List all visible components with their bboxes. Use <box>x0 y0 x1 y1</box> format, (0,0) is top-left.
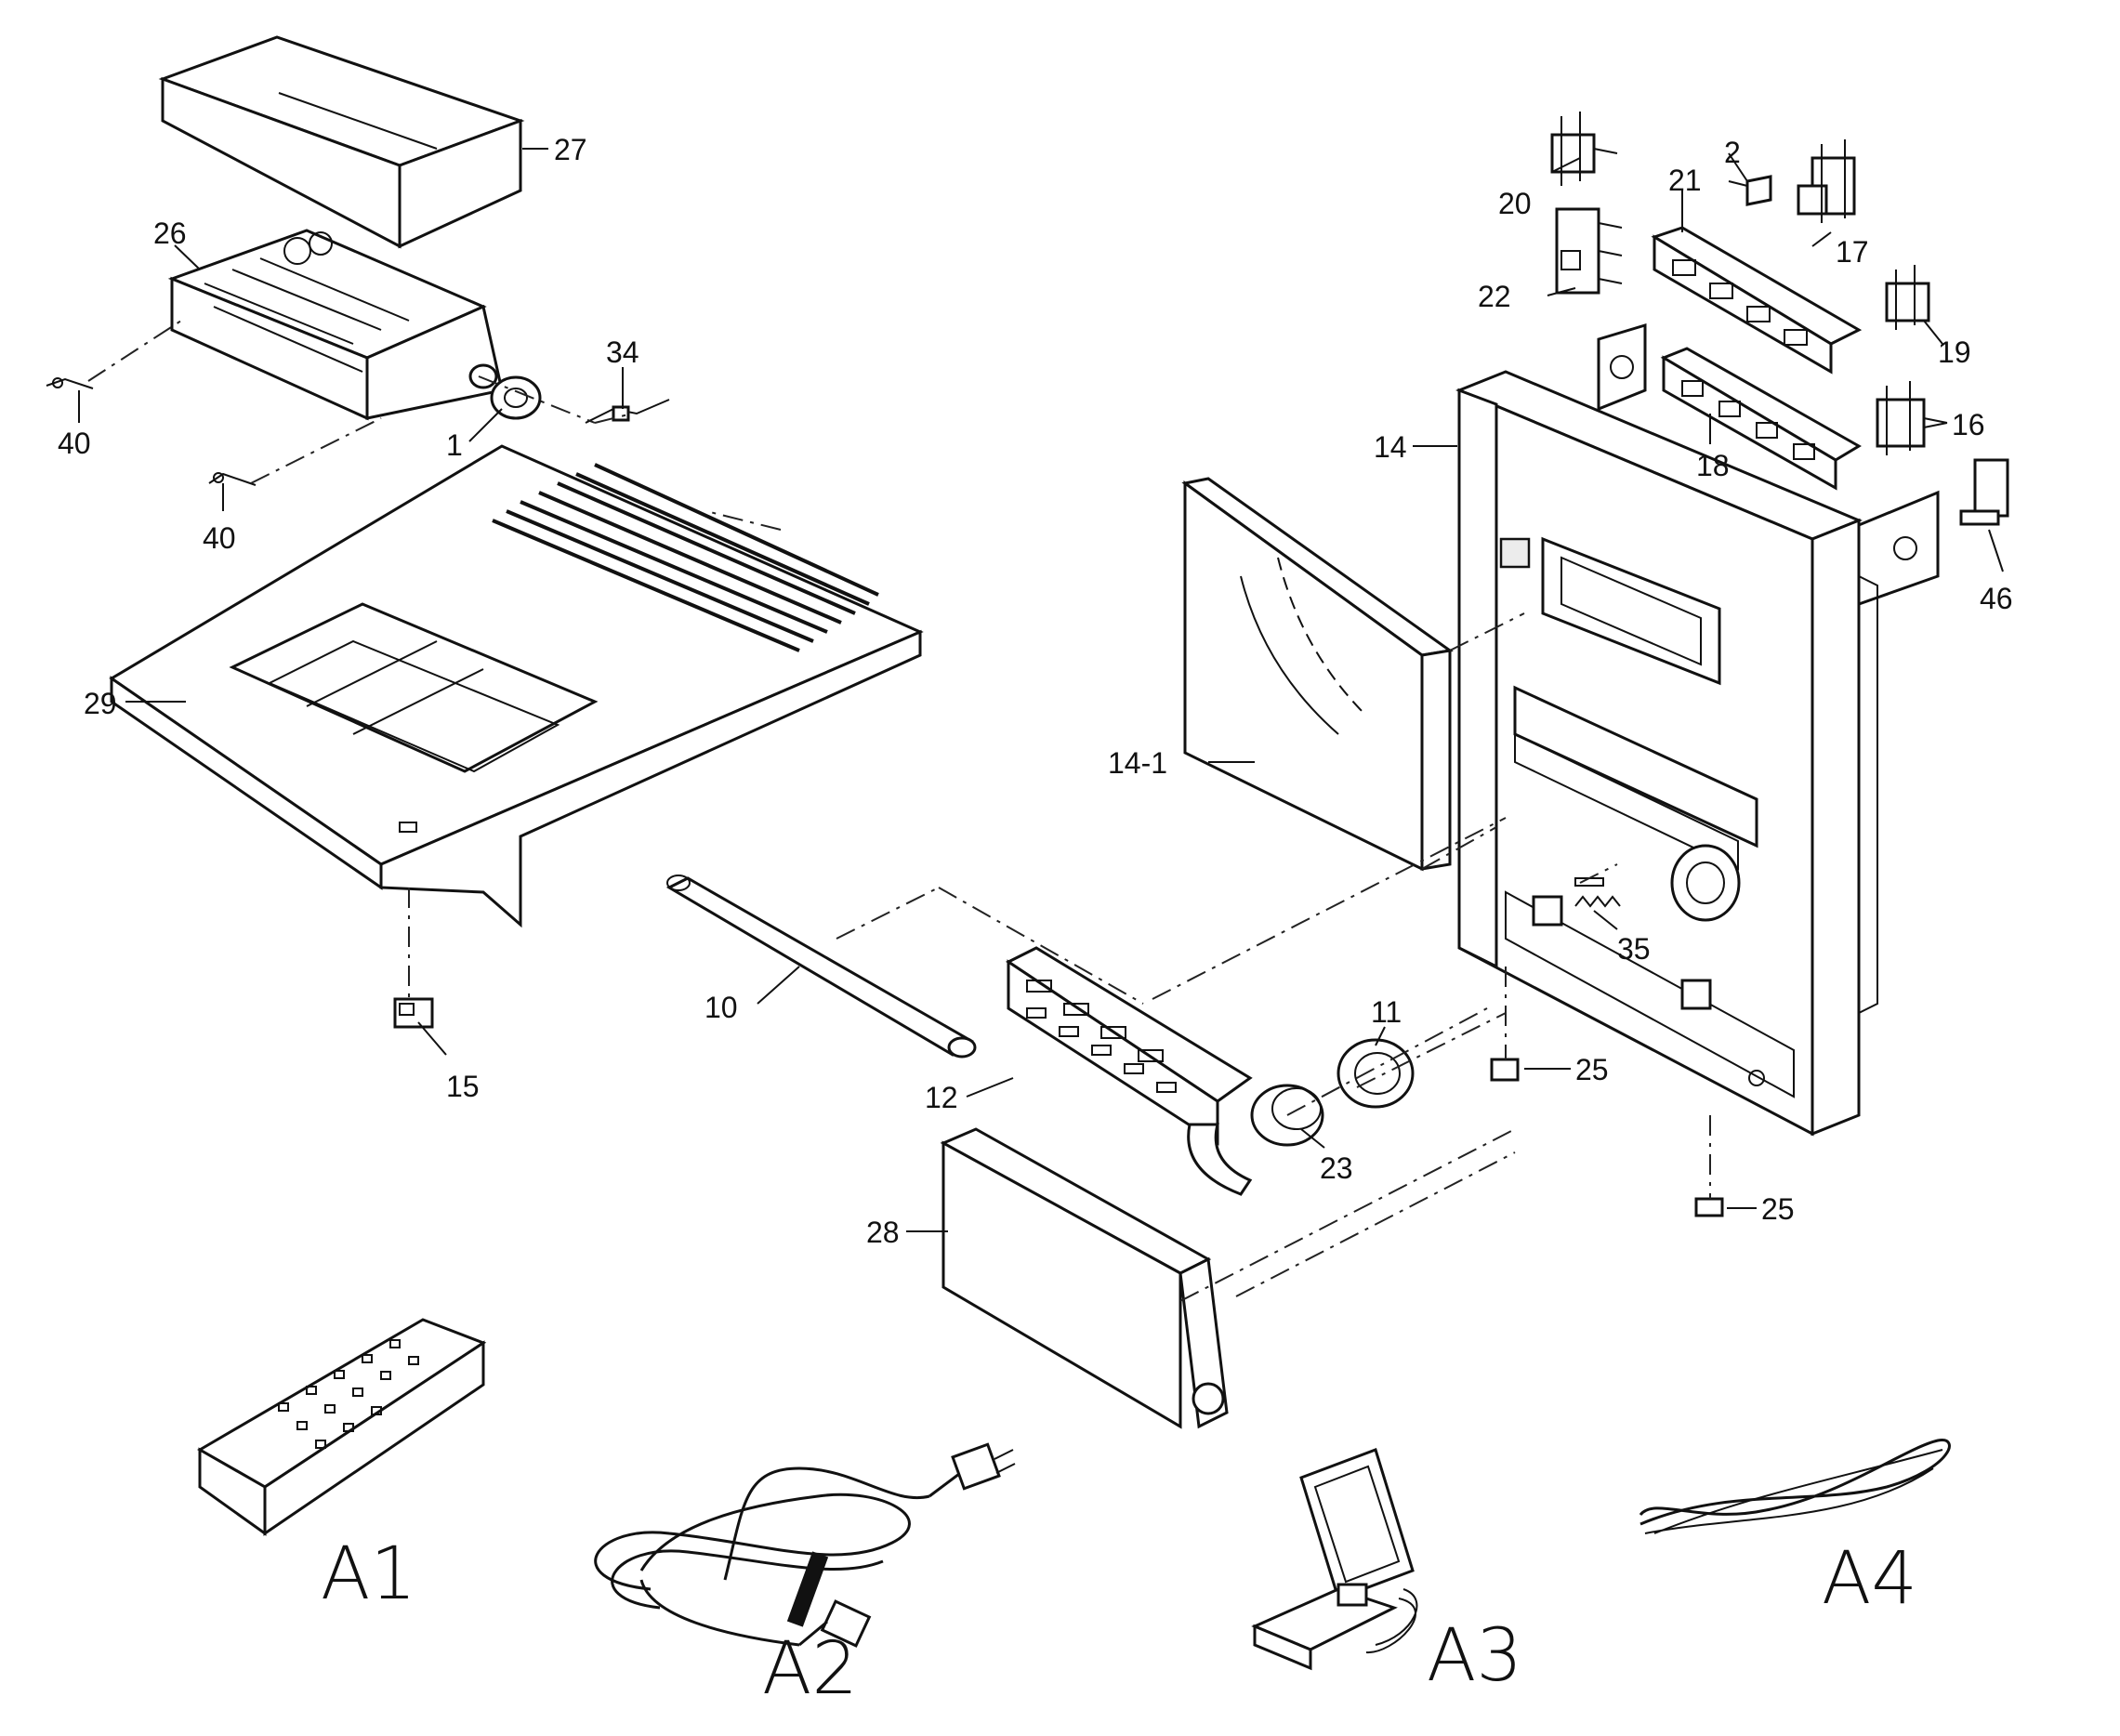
part-35-spring <box>1574 895 1621 908</box>
callout-35: 35 <box>1617 932 1651 966</box>
part-15-bracket <box>393 997 434 1029</box>
part-25-clip-b <box>1694 1197 1724 1217</box>
part-28-tray-front <box>940 1127 1229 1429</box>
callout-23: 23 <box>1320 1151 1353 1185</box>
callout-29: 29 <box>84 687 117 720</box>
callout-11: 11 <box>1371 995 1402 1029</box>
callout-20: 20 <box>1498 187 1532 220</box>
part-2-lever <box>1728 175 1772 206</box>
callout-25b: 25 <box>1761 1192 1795 1226</box>
part-10-rod <box>665 875 977 1059</box>
part-40-screw-a <box>46 377 94 389</box>
part-14-front-panel <box>1455 322 1940 1137</box>
callout-22: 22 <box>1478 280 1511 313</box>
part-11-ring <box>1337 1038 1415 1109</box>
label-a1: A1 <box>321 1532 416 1616</box>
part-29-top-cabinet <box>109 444 924 928</box>
callout-2: 2 <box>1724 136 1741 169</box>
vent-slats <box>492 463 879 652</box>
accessory-a2-power-cord <box>594 1442 1016 1648</box>
part-21-switch-bank <box>1651 226 1863 375</box>
callout-19: 19 <box>1938 335 1971 369</box>
callout-28: 28 <box>866 1216 900 1249</box>
callout-21: 21 <box>1668 164 1702 197</box>
part-40-screw-b <box>208 472 257 486</box>
callout-16: 16 <box>1952 408 1985 441</box>
label-a3: A3 <box>1427 1614 1522 1698</box>
callout-27: 27 <box>554 133 587 166</box>
part-34-clip <box>585 399 670 424</box>
part-46-lever <box>1959 458 2009 526</box>
callout-15: 15 <box>446 1070 480 1103</box>
part-19-switch <box>1885 265 1930 330</box>
label-a2: A2 <box>762 1627 858 1711</box>
part-1-gear <box>468 363 542 420</box>
label-a4: A4 <box>1822 1537 1917 1621</box>
part-20-switch <box>1550 112 1618 186</box>
callout-1: 1 <box>446 428 463 462</box>
callout-46: 46 <box>1980 582 2013 615</box>
leader-lines <box>78 148 2004 1232</box>
accessory-a1-remote <box>197 1318 487 1536</box>
part-14-1-window <box>1181 477 1454 872</box>
callout-26: 26 <box>153 217 187 250</box>
callout-14: 14 <box>1374 430 1407 464</box>
part-22-switch <box>1555 207 1623 295</box>
part-18-switch-bank <box>1660 347 1862 491</box>
callout-40b: 40 <box>203 521 236 555</box>
part-26-cd-mechanism <box>167 229 504 421</box>
callout-34: 34 <box>606 335 639 369</box>
part-12-button-panel <box>1006 946 1253 1196</box>
part-16-switch <box>1876 381 1948 455</box>
part-27-lid <box>158 35 525 249</box>
callout-12: 12 <box>925 1081 958 1114</box>
assembly-lines <box>87 320 1711 1302</box>
callout-10: 10 <box>704 991 738 1024</box>
callout-40a: 40 <box>58 427 91 460</box>
callout-labels: 27 26 34 40 1 40 29 15 10 12 28 23 11 14… <box>58 133 2013 1711</box>
part-17-switch <box>1797 139 1856 223</box>
accessory-a3-am-antenna <box>1251 1448 1418 1671</box>
accessory-a4-fm-antenna <box>1639 1439 1951 1534</box>
callout-25a: 25 <box>1575 1053 1609 1086</box>
callout-17: 17 <box>1836 235 1869 269</box>
part-25-clip-a <box>1490 1058 1520 1082</box>
callout-18: 18 <box>1696 449 1730 482</box>
callout-14-1: 14-1 <box>1108 746 1167 780</box>
